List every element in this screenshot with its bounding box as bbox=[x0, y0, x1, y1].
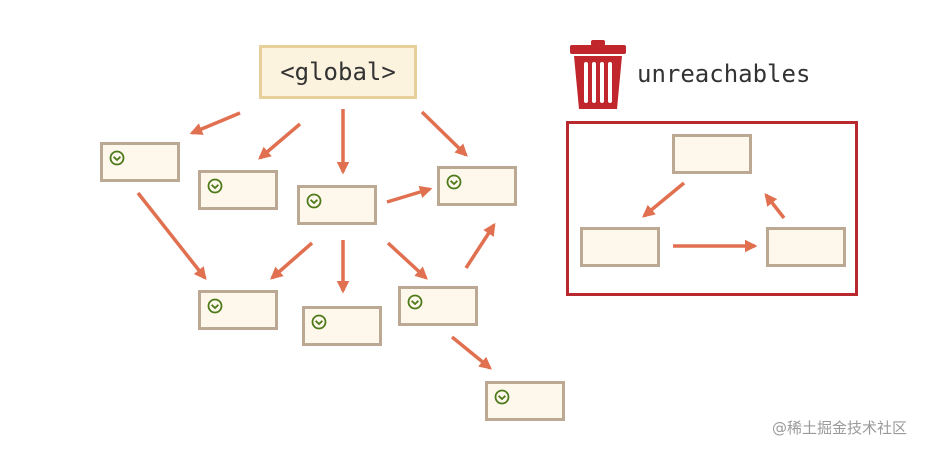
reachable-object bbox=[437, 166, 517, 206]
check-circle-icon bbox=[207, 298, 223, 314]
check-circle-icon bbox=[306, 193, 322, 209]
check-circle-icon bbox=[311, 314, 327, 330]
reference-arrow bbox=[420, 110, 468, 157]
check-circle-icon bbox=[407, 294, 423, 310]
check-circle-icon bbox=[109, 150, 125, 166]
check-circle-icon bbox=[207, 178, 223, 194]
trash-can-icon bbox=[570, 40, 626, 109]
global-root-node: <global> bbox=[259, 45, 417, 99]
reference-arrow bbox=[450, 335, 492, 370]
watermark: @稀土掘金技术社区 bbox=[772, 419, 908, 437]
unreachable-object bbox=[580, 227, 660, 267]
reference-arrow bbox=[136, 191, 207, 280]
reference-arrow bbox=[189, 111, 241, 135]
check-circle-icon bbox=[446, 174, 462, 190]
reference-arrow bbox=[386, 185, 433, 204]
reachable-object bbox=[485, 381, 565, 421]
reachable-object bbox=[198, 170, 278, 210]
reference-arrow bbox=[258, 122, 302, 160]
reachable-object bbox=[198, 290, 278, 330]
reachable-object bbox=[398, 286, 478, 326]
reachable-object bbox=[302, 306, 382, 346]
global-root-label: <global> bbox=[280, 58, 396, 86]
unreachable-object bbox=[766, 227, 846, 267]
reachable-object bbox=[100, 142, 180, 182]
reference-arrow bbox=[386, 241, 428, 280]
check-circle-icon bbox=[494, 389, 510, 405]
reference-arrow bbox=[464, 222, 496, 269]
reachable-object bbox=[297, 185, 377, 225]
unreachable-object bbox=[672, 134, 752, 174]
unreachables-label: unreachables bbox=[637, 60, 811, 88]
reference-arrow bbox=[270, 241, 314, 280]
